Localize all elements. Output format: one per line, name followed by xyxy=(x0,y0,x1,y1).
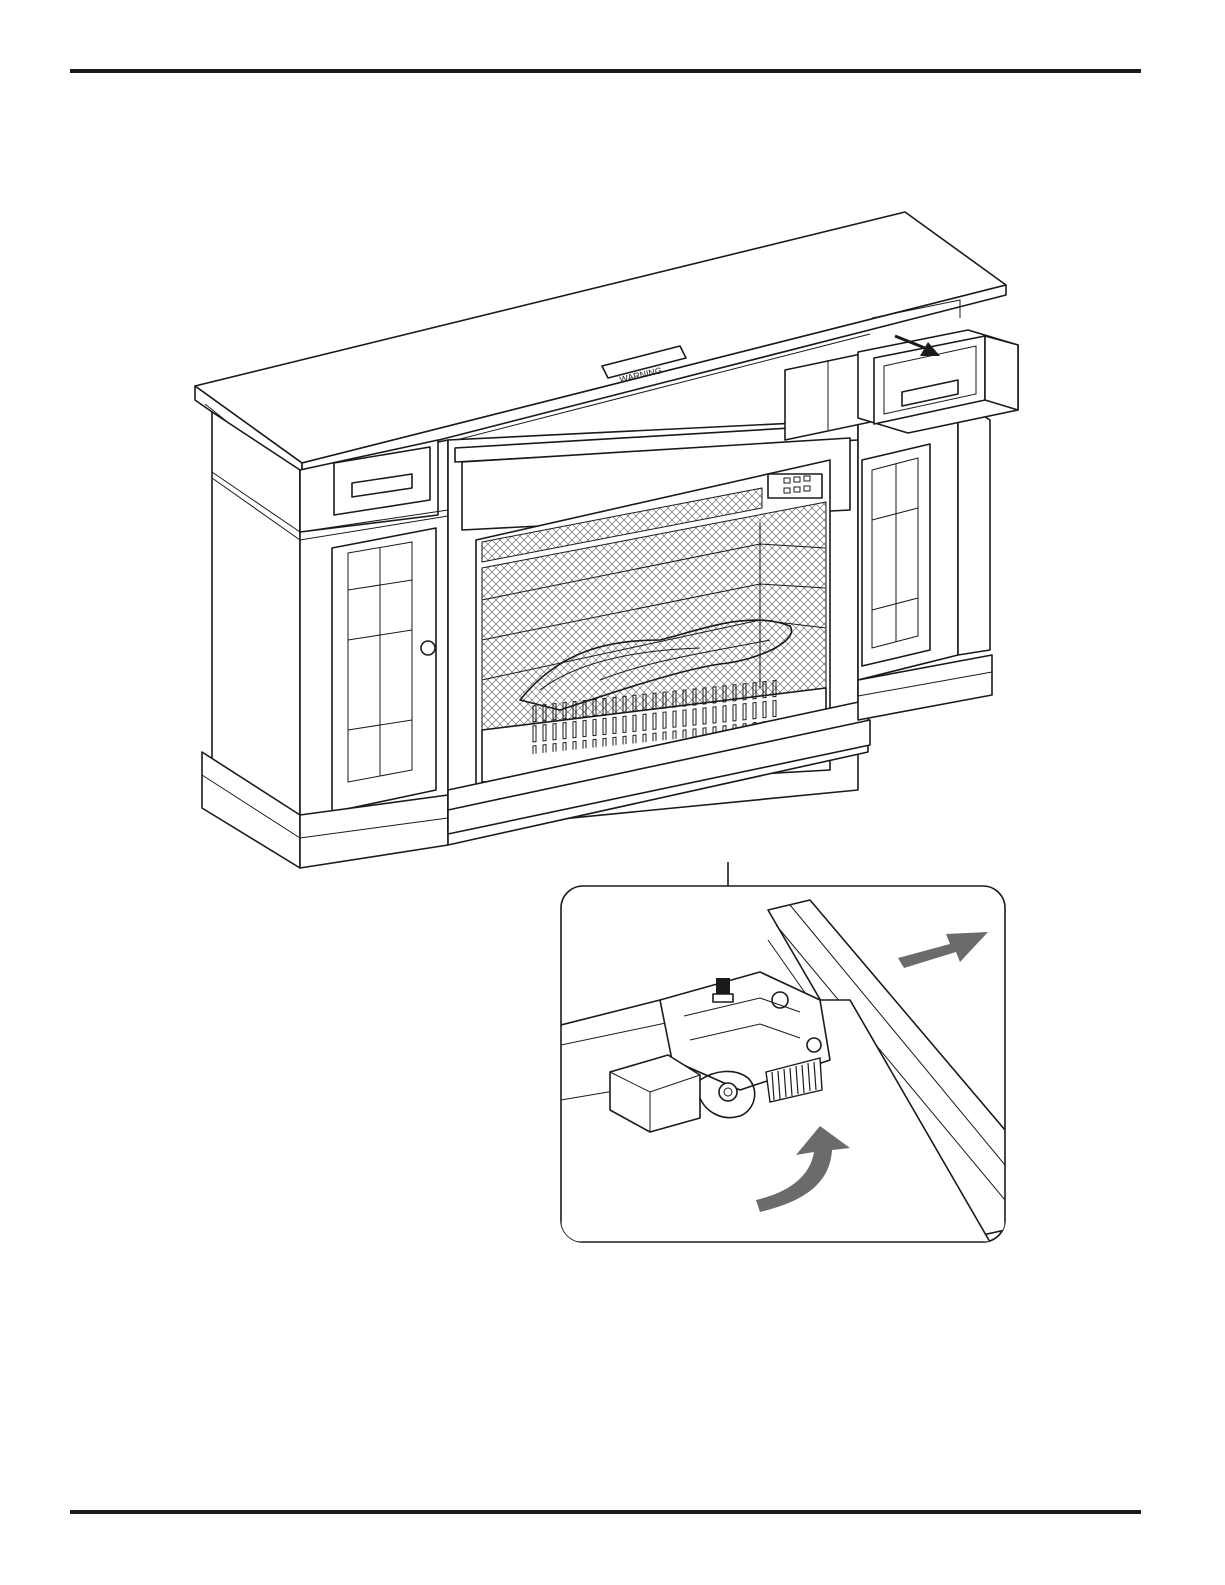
drawer-slide-detail-illustration xyxy=(0,0,1225,1585)
